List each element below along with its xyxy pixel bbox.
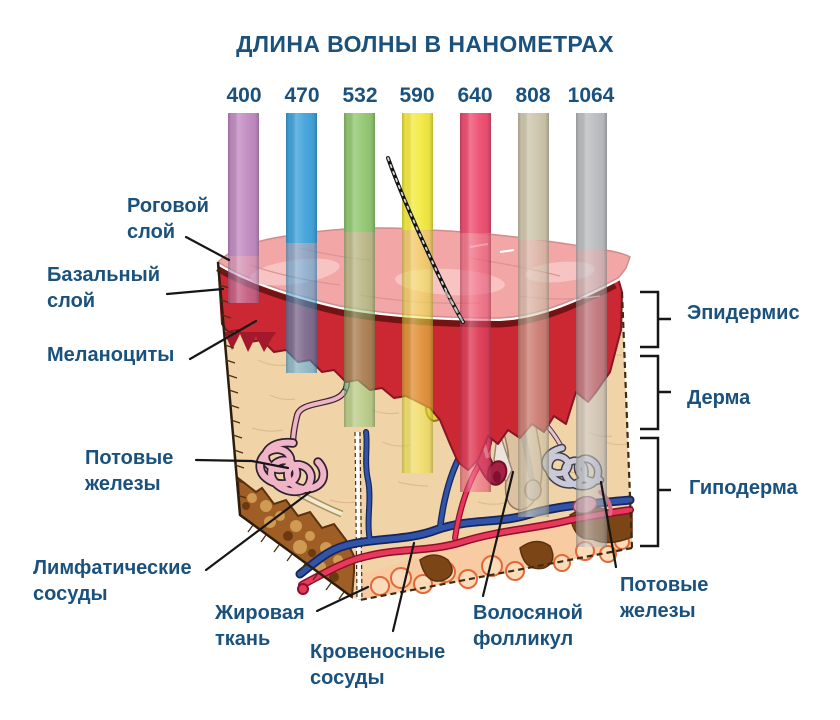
label-epidermis: Эпидермис: [687, 302, 800, 324]
block-outlines: [216, 261, 634, 602]
wavelength-label-590: 590: [399, 84, 435, 107]
pointer-stratum-corneum: [184, 235, 231, 262]
laser-bar-1064: [576, 113, 607, 547]
label-hair-follicle: Волосяной фолликул: [473, 602, 583, 650]
label-dermis: Дерма: [687, 387, 751, 409]
pointer-basal-layer: [165, 287, 225, 296]
pointer-blood-vessels: [391, 541, 416, 633]
wavelength-label-808: 808: [515, 84, 551, 107]
pointer-sweat-glands-left: [194, 458, 290, 470]
laser-bar-470: [286, 113, 317, 373]
label-melanocytes: Меланоциты: [47, 344, 175, 366]
label-sweat-glands-left: Потовые железы: [85, 447, 174, 495]
label-fat-tissue: Жировая ткань: [215, 602, 305, 650]
laser-bar-808: [518, 113, 549, 517]
slab-seam: [354, 431, 363, 600]
melanocytes-zigzag: [224, 332, 276, 352]
pointer-hair-follicle: [481, 470, 515, 598]
pointer-lymphatic-vessels: [204, 490, 312, 572]
pointer-melanocytes: [188, 319, 258, 361]
wavelength-label-400: 400: [226, 84, 262, 107]
label-basal-layer: Базальный слой: [47, 264, 160, 312]
layer-brackets: [640, 290, 671, 548]
pointer-fat-tissue: [315, 585, 370, 613]
label-hypodermis: Гиподерма: [689, 477, 798, 499]
wavelength-label-532: 532: [342, 84, 378, 107]
wavelength-label-1064: 1064: [567, 84, 615, 107]
pointer-lines: [165, 235, 618, 633]
laser-bar-640: [460, 113, 491, 492]
hair-shaft: [386, 156, 465, 324]
wavelength-label-470: 470: [284, 84, 320, 107]
laser-bar-590: [402, 113, 433, 473]
laser-bar-400: [228, 113, 259, 303]
label-sweat-glands-right: Потовые железы: [620, 574, 709, 622]
pointer-sweat-glands-right: [599, 480, 618, 569]
bracket-epidermis: [640, 290, 671, 349]
hypodermis-lumps-dark: [242, 502, 339, 582]
laser-bar-532: [344, 113, 375, 427]
label-stratum-corneum: Роговой слой: [127, 195, 209, 243]
bracket-dermis: [640, 354, 671, 431]
wavelength-label-640: 640: [457, 84, 493, 107]
label-lymphatic-vessels: Лимфатические сосуды: [33, 557, 192, 605]
diagram-title: ДЛИНА ВОЛНЫ В НАНОМЕТРАХ: [236, 31, 614, 57]
bracket-hypodermis: [640, 436, 671, 548]
label-blood-vessels: Кровеносные сосуды: [310, 641, 446, 689]
laser-bars: [228, 113, 607, 547]
